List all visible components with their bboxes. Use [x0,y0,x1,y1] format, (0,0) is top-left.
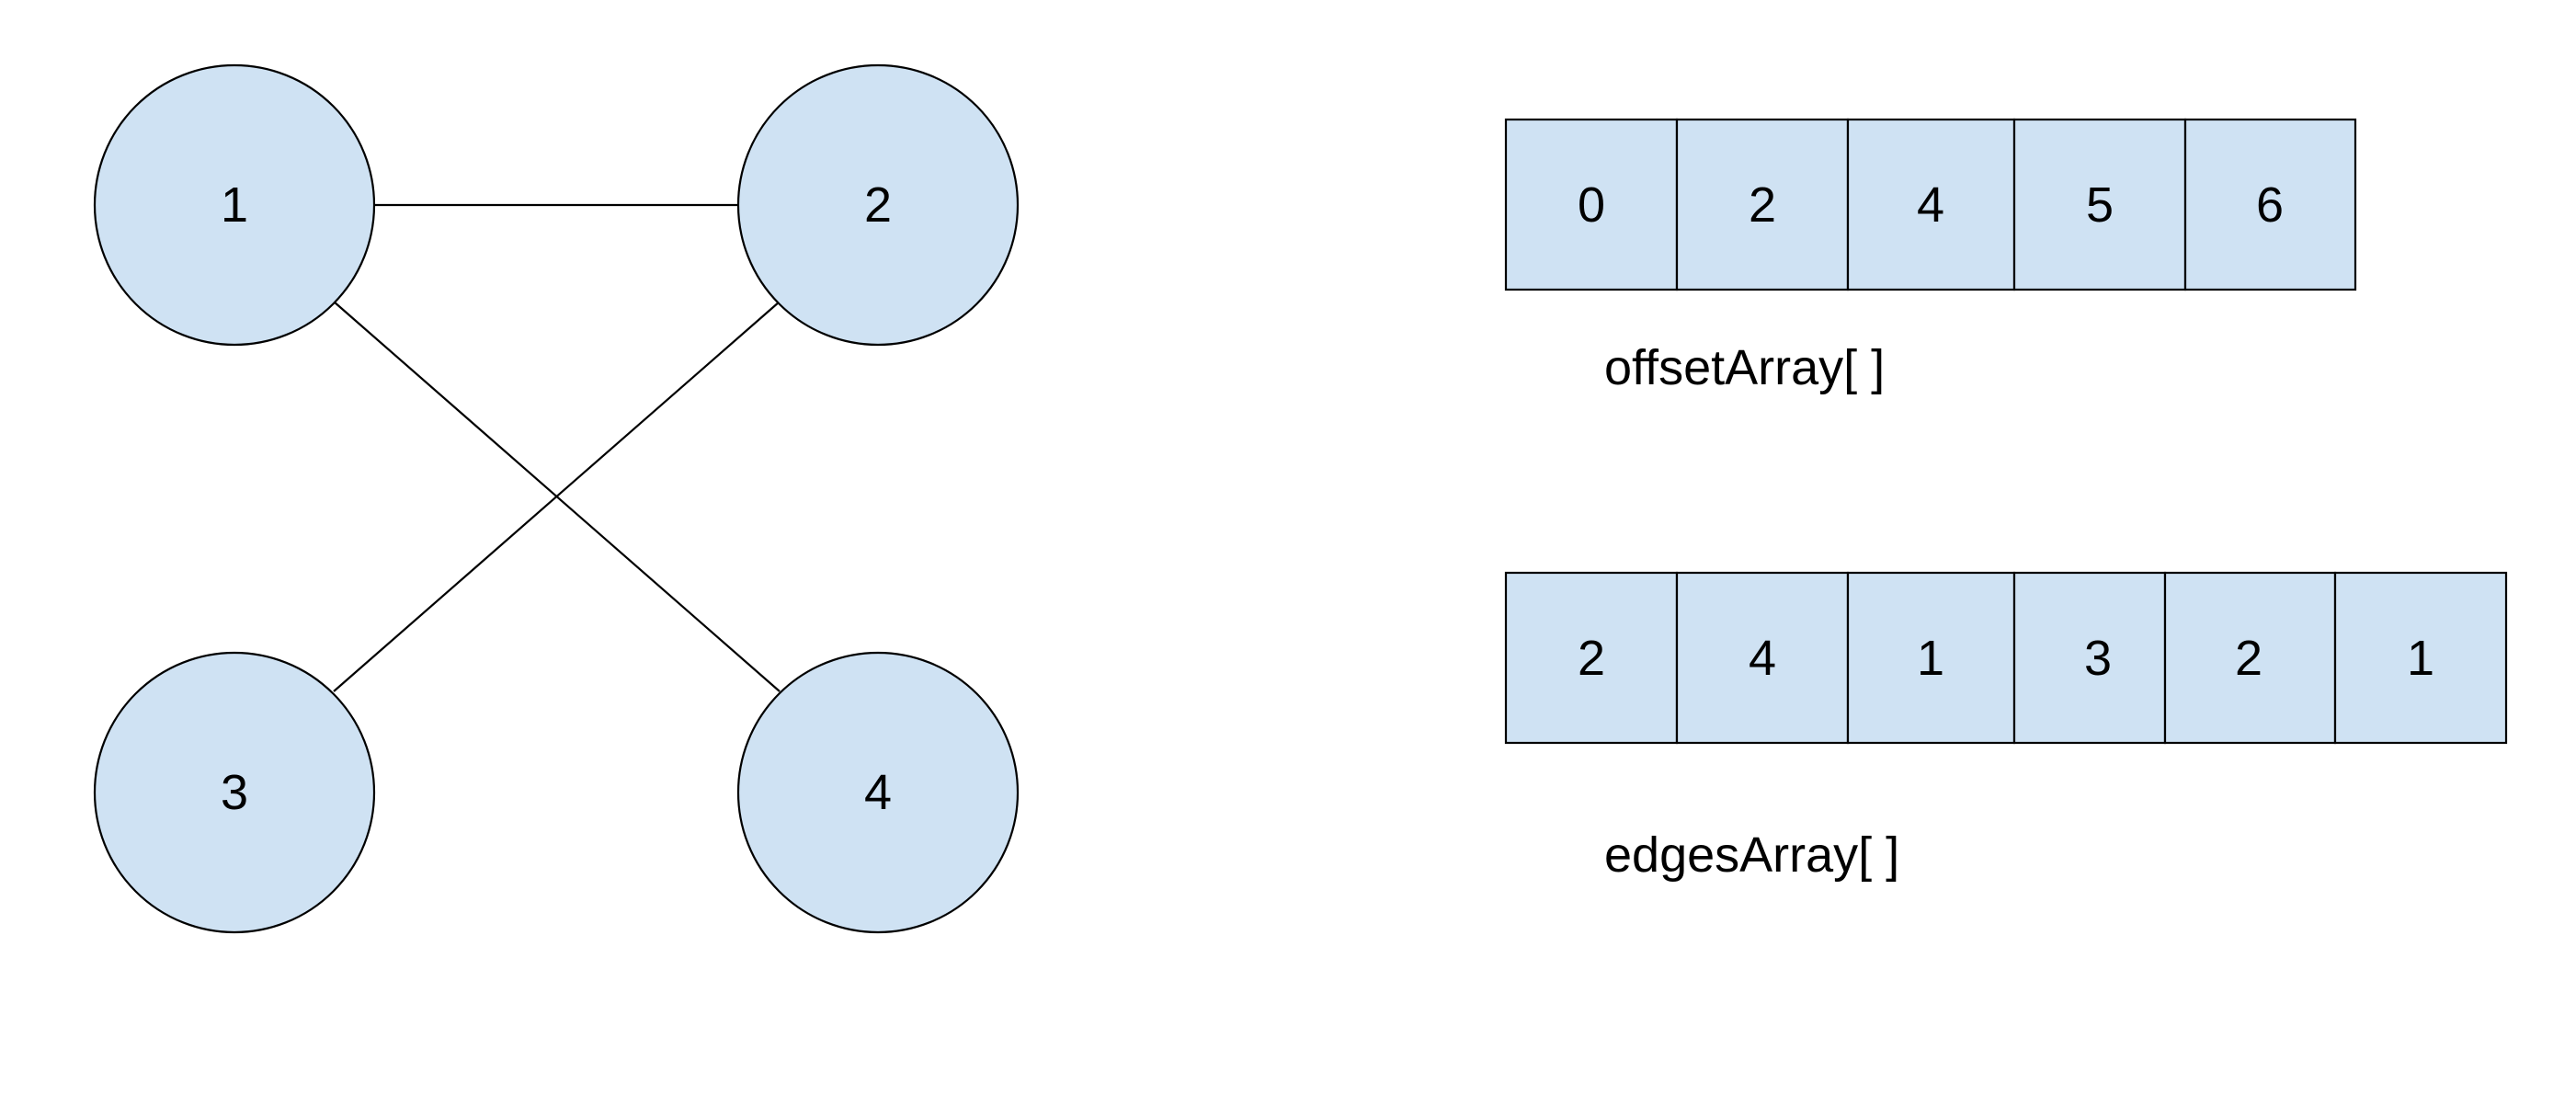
node-circle [736,651,1020,934]
offset-array-cell: 0 [1504,118,1679,291]
graph-node-1: 1 [93,63,376,347]
node-label: 3 [221,765,248,820]
graph-edges [333,203,781,692]
edges-array-cell: 1 [1846,571,2016,745]
node-circle [93,63,376,347]
offset-array-value: 0 [1578,177,1605,233]
offset-array-cell: 4 [1846,118,2016,291]
offset-array-caption: offsetArray[ ] [1604,340,1885,395]
offset-array-value: 5 [2086,177,2114,233]
offset-array: 0 2 4 5 6 offsetArray[ ] [1504,118,2357,395]
edges-array-value: 4 [1749,631,1776,686]
graph-node-4: 4 [736,651,1020,934]
edges-array-cell: 3 [2012,571,2167,745]
offset-array-value: 6 [2256,177,2284,233]
offset-array-cell: 5 [2012,118,2187,291]
graph-node-2: 2 [736,63,1020,347]
edges-array-cell: 1 [2333,571,2508,745]
edges-array-cell: 2 [2163,571,2337,745]
edges-array-caption: edgesArray[ ] [1604,827,1899,883]
edges-array-value: 2 [2235,631,2263,686]
node-circle [736,63,1020,347]
edges-array-value: 1 [2407,631,2434,686]
offset-array-cell: 2 [1675,118,1850,291]
edges-array-value: 3 [2084,631,2112,686]
node-circle [93,651,376,934]
graph-node-3: 3 [93,651,376,934]
edges-array-cell: 2 [1504,571,1679,745]
edge-2-3 [333,301,781,692]
node-label: 1 [221,177,248,233]
node-label: 4 [864,765,892,820]
edges-array-cell: 4 [1675,571,1850,745]
offset-array-value: 2 [1749,177,1776,233]
offset-array-cell: 6 [2183,118,2357,291]
edges-array: 2 4 1 3 2 1 edgesArray[ ] [1504,571,2508,883]
offset-array-value: 4 [1917,177,1944,233]
edges-array-value: 1 [1917,631,1944,686]
node-label: 2 [864,177,892,233]
edges-array-value: 2 [1578,631,1605,686]
